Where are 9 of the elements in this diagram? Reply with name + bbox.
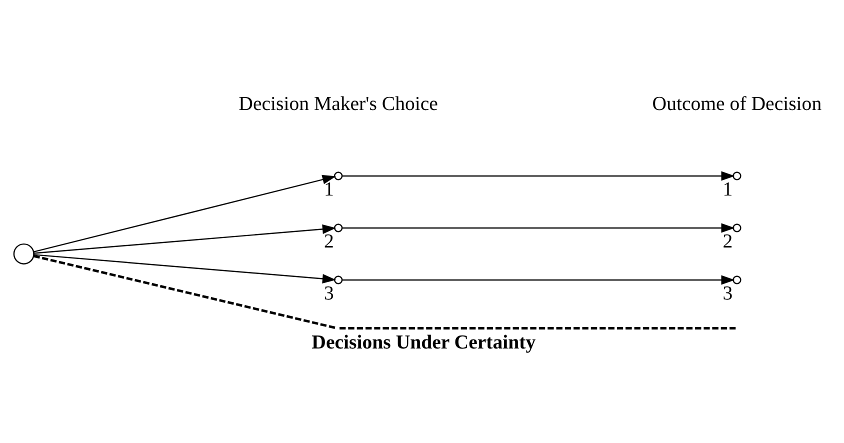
node-label: 1 — [722, 178, 732, 200]
caption: Decisions Under Certainty — [311, 330, 536, 353]
label: Outcome of Decision — [652, 92, 822, 115]
node-label: 1 — [324, 178, 334, 200]
node-label: 2 — [722, 230, 732, 252]
node-label: 3 — [722, 282, 732, 304]
label: Decision Maker's Choice — [238, 92, 438, 115]
node-label: 2 — [324, 230, 334, 252]
node-label: 3 — [324, 282, 334, 304]
